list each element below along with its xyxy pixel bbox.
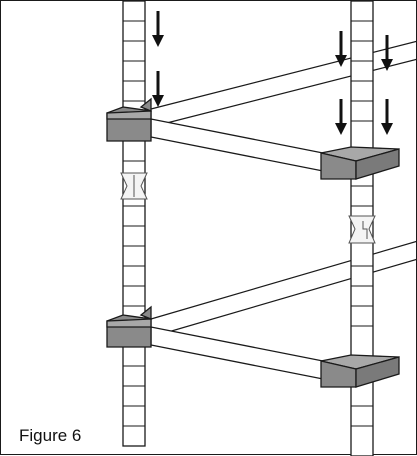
corner-bracket-upper-left xyxy=(106,97,152,142)
shelf-wire-lines xyxy=(150,40,417,338)
corner-bracket-lower-right xyxy=(320,354,400,388)
down-arrows xyxy=(152,11,393,135)
figure-caption: Figure 6 xyxy=(19,426,82,445)
sleeve-clip-left xyxy=(120,172,148,200)
front-shelf-rails xyxy=(150,118,324,380)
left-post xyxy=(122,1,146,447)
sleeve-clip-right xyxy=(348,215,376,244)
corner-bracket-lower-left xyxy=(106,305,152,348)
corner-bracket-upper-right xyxy=(320,146,400,180)
